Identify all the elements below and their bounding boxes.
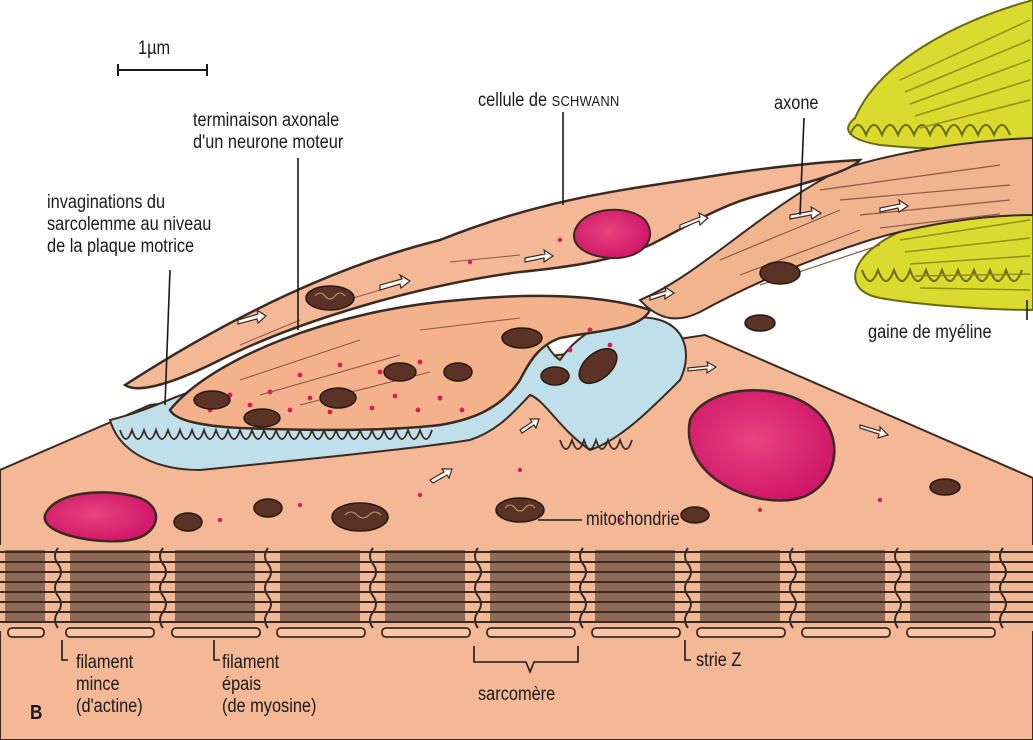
invaginations-label-line2: sarcolemme au niveau [47, 214, 211, 236]
invaginations-label-line3: de la plaque motrice [47, 236, 211, 258]
schwann-cell-label: cellule de Schwann [478, 90, 620, 113]
panel-letter: B [30, 702, 42, 724]
axon-terminal-label: terminaison axonale d'un neurone moteur [193, 110, 343, 154]
thin-filament-label-line1: filament [76, 652, 143, 674]
myelin-label: gaine de myéline [868, 322, 992, 344]
sarcomere-label: sarcomère [478, 684, 555, 706]
myofibrils [0, 545, 1033, 637]
nucleus-muscle-left [45, 492, 156, 541]
invaginations-label: invaginations du sarcolemme au niveau de… [47, 192, 211, 258]
schwann-cell-label-prefix: cellule de [478, 90, 552, 111]
axon-terminal-label-line2: d'un neurone moteur [193, 132, 343, 154]
scale-bar-label: 1µm [138, 38, 170, 60]
mitochondria-label: mitochondrie [586, 509, 680, 531]
axon-terminal-label-line1: terminaison axonale [193, 110, 343, 132]
invaginations-label-line1: invaginations du [47, 192, 211, 214]
nucleus-schwann [574, 210, 650, 258]
thick-filament-label: filament épais (de myosine) [222, 652, 316, 718]
myelin-sheath-top [848, 0, 1033, 150]
thick-filament-label-line2: épais [222, 674, 316, 696]
schwann-cell-label-name: Schwann [552, 93, 620, 110]
thick-filament-label-line1: filament [222, 652, 316, 674]
thin-filament-label-line3: (d'actine) [76, 696, 143, 718]
z-line-label: strie Z [696, 650, 741, 672]
axone-label: axone [774, 93, 819, 115]
thick-filament-label-line3: (de myosine) [222, 696, 316, 718]
thin-filament-label: filament mince (d'actine) [76, 652, 143, 718]
thin-filament-label-line2: mince [76, 674, 143, 696]
scale-bar [118, 64, 207, 76]
